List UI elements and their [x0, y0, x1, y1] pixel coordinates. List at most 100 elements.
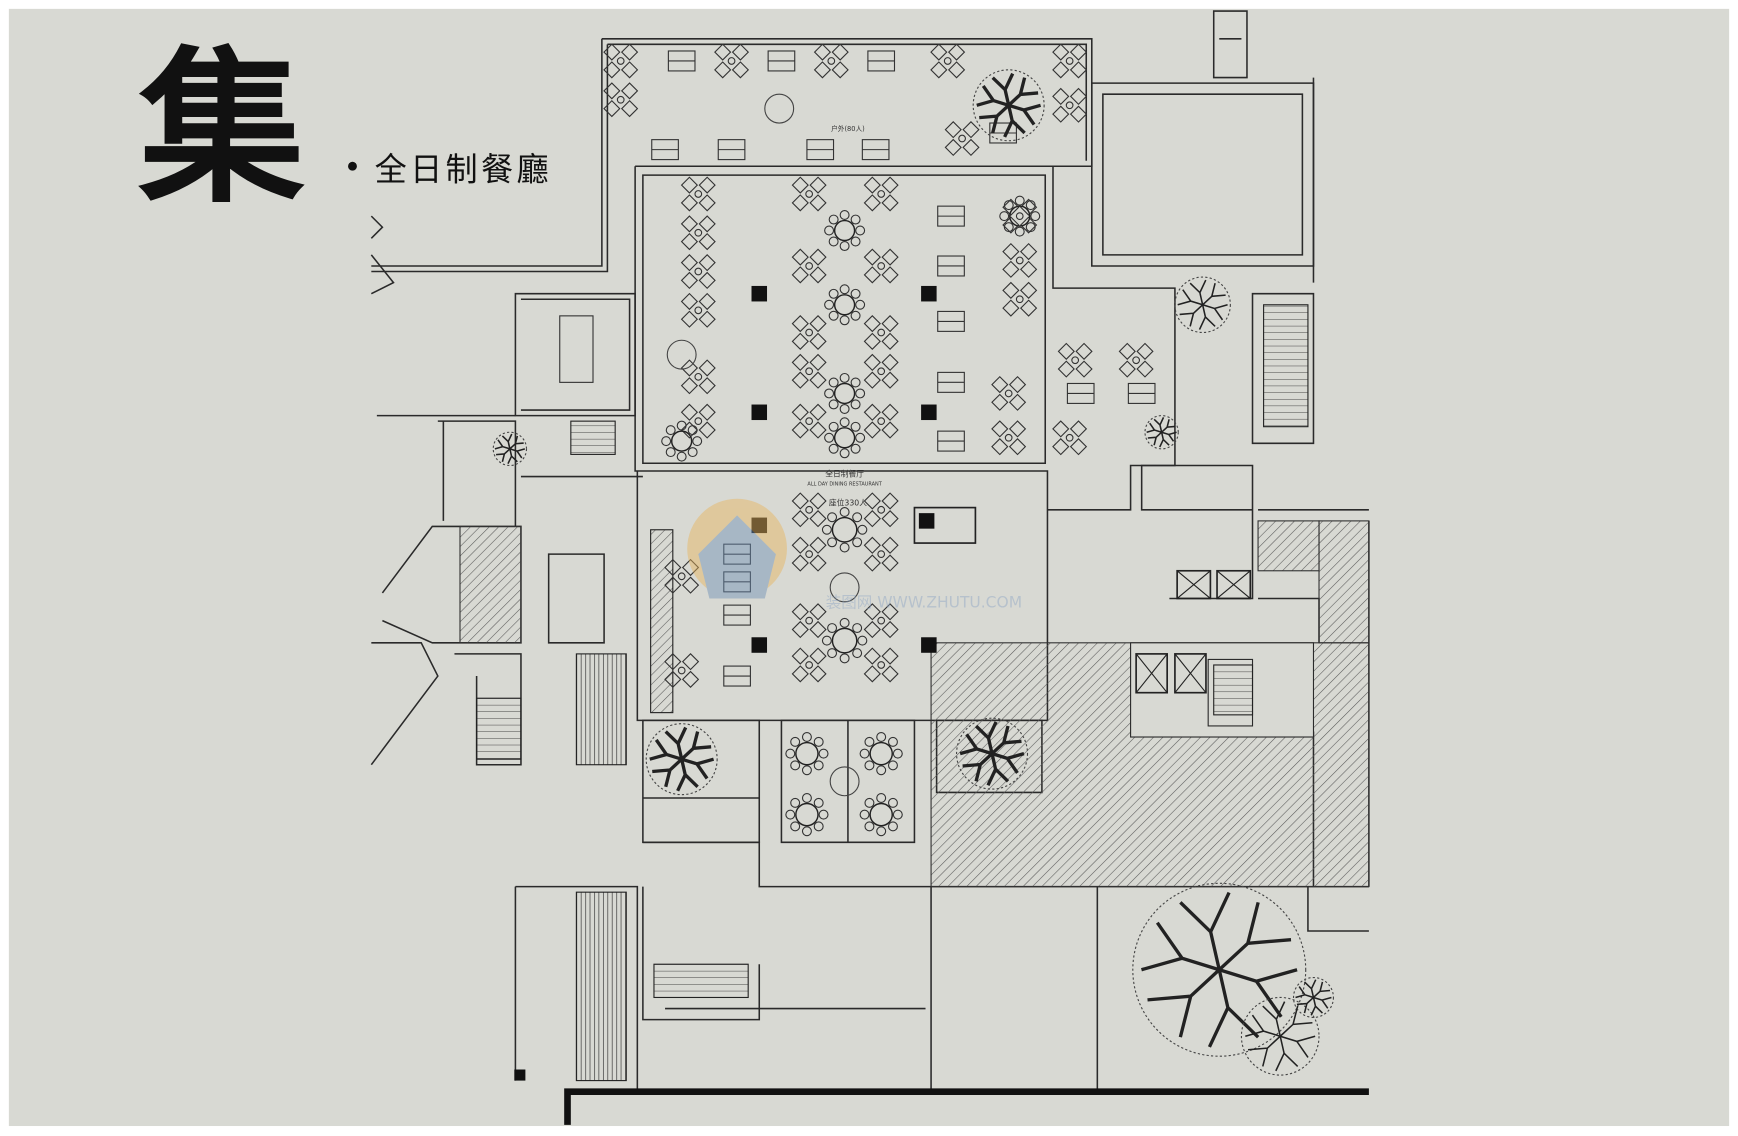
chair	[809, 353, 827, 372]
chair	[827, 623, 838, 634]
stair	[476, 697, 522, 760]
chair	[680, 377, 699, 395]
elevator	[1174, 653, 1207, 694]
chair	[791, 421, 809, 439]
chair	[850, 399, 861, 410]
wall-outline	[514, 885, 639, 1092]
table-cluster-4	[680, 292, 716, 328]
chair	[809, 492, 827, 510]
chair	[791, 194, 809, 212]
chair	[839, 241, 850, 252]
chair	[863, 603, 881, 621]
chair	[827, 648, 838, 659]
chair	[680, 194, 699, 212]
chair	[664, 558, 682, 577]
table-cluster-4	[791, 603, 827, 639]
chair	[857, 524, 868, 535]
table-cluster-4	[603, 43, 639, 79]
chair	[791, 510, 809, 528]
tree-branch	[681, 757, 715, 780]
main-room-capacity: 座位330人	[829, 497, 867, 507]
chair	[850, 236, 861, 247]
table	[694, 306, 703, 315]
main-room-label-en: ALL DAY DINING RESTAURANT	[807, 481, 882, 487]
tree-branch	[1218, 968, 1298, 1018]
table-cluster-4	[791, 403, 827, 439]
chair	[850, 377, 861, 388]
chair	[991, 420, 1009, 438]
round-table	[859, 732, 903, 776]
chair	[852, 648, 863, 659]
structural-column	[921, 637, 937, 653]
chair	[839, 507, 850, 518]
chair	[863, 536, 881, 554]
round-table	[821, 617, 868, 664]
chair	[839, 284, 850, 295]
chair	[1069, 438, 1088, 456]
chair	[881, 332, 899, 350]
chair	[864, 760, 875, 771]
chair	[839, 372, 850, 383]
chair	[1136, 342, 1154, 360]
table	[795, 741, 819, 766]
booth-table	[723, 571, 751, 593]
chair	[680, 232, 699, 251]
chair	[1019, 281, 1038, 299]
chair	[1008, 420, 1027, 438]
chair	[1002, 198, 1020, 216]
booth-table	[667, 50, 696, 72]
chair	[801, 732, 812, 743]
chair	[603, 82, 621, 100]
chair	[681, 576, 700, 594]
table	[877, 417, 886, 426]
chair	[818, 748, 829, 759]
wall-outline	[780, 719, 916, 844]
table-cluster-4	[1118, 342, 1154, 378]
tree-icon	[972, 69, 1045, 142]
chair	[698, 377, 716, 395]
stair	[1213, 664, 1254, 716]
chair	[680, 215, 699, 233]
table-cluster-4	[1052, 87, 1088, 123]
chair	[791, 620, 809, 639]
round-table	[785, 792, 829, 837]
chair	[991, 393, 1009, 411]
table	[805, 328, 814, 337]
tree-branch	[1275, 1036, 1299, 1072]
chair	[681, 558, 700, 577]
tree-icon	[492, 431, 528, 467]
chair	[1057, 360, 1075, 378]
table-cluster-4	[863, 248, 899, 284]
chair	[791, 248, 809, 266]
chair	[1069, 61, 1088, 79]
watermark-logo-icon	[687, 498, 787, 599]
table	[1132, 356, 1141, 365]
chair	[813, 760, 824, 771]
table	[877, 661, 886, 669]
table	[694, 417, 703, 426]
wall-outline	[634, 165, 1053, 722]
chair	[863, 492, 881, 510]
tree-branch	[1177, 289, 1203, 306]
wall-outline	[1251, 292, 1315, 445]
chair	[962, 121, 980, 139]
elevator	[1176, 569, 1212, 600]
chair	[1025, 222, 1036, 233]
booth-table	[767, 50, 796, 72]
chair	[850, 421, 861, 432]
tree-branch	[1303, 979, 1317, 998]
table	[805, 550, 814, 559]
chair	[852, 623, 863, 634]
chair	[698, 359, 716, 377]
table	[616, 95, 625, 104]
table	[694, 372, 703, 381]
table-cluster-4	[863, 353, 899, 389]
table-cluster-4	[714, 43, 750, 79]
chair	[881, 194, 899, 212]
chair	[1057, 342, 1075, 360]
chair	[876, 826, 887, 837]
tree-icon	[1132, 882, 1307, 1057]
chair	[863, 421, 881, 439]
chair	[839, 403, 850, 414]
chair	[892, 748, 903, 759]
